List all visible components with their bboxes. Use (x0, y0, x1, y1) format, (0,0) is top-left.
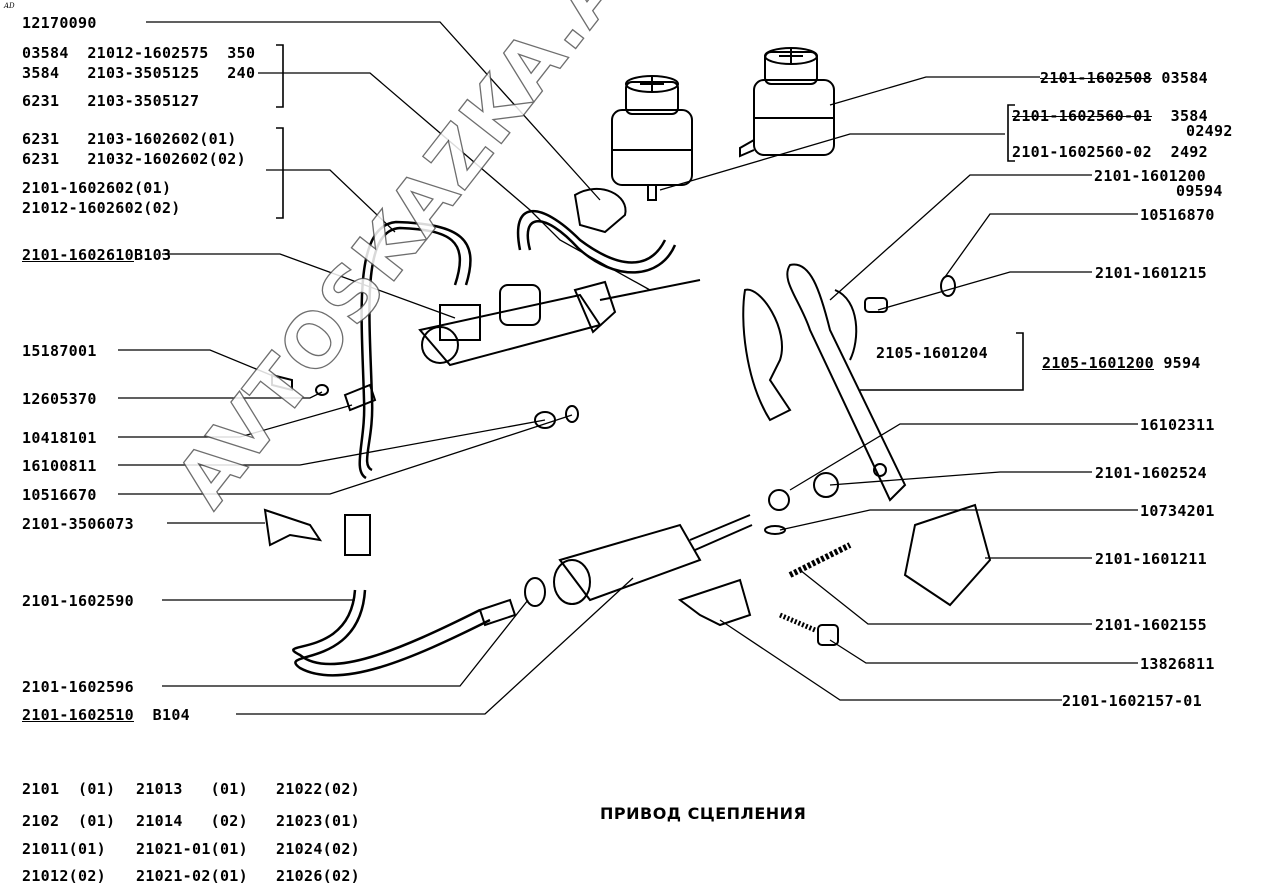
applicability-cell: 21011(01) (22, 840, 106, 858)
applicability-cell: 21023(01) (276, 812, 360, 830)
applicability-cell: 21014 (02) (136, 812, 248, 830)
part-label-2101-1602524: 2101-1602524 (1095, 464, 1207, 482)
applicability-cell: 21024(02) (276, 840, 360, 858)
part-label-2101-1602590: 2101-1602590 (22, 592, 134, 610)
part-suffix: 3584 (1170, 107, 1208, 125)
part-label-16100811: 16100811 (22, 457, 97, 475)
part-code: 2101-1602610 (22, 246, 134, 264)
part-label-2101-3506073: 2101-3506073 (22, 515, 134, 533)
part-label-reservoir-02: 2101-1602560-02 2492 (1012, 143, 1208, 161)
part-label-2105-1601204: 2105-1601204 (876, 344, 988, 362)
slave-cylinder (524, 514, 753, 607)
applicability-cell: 21012(02) (22, 867, 106, 885)
part-code: 2101-1602510 (22, 706, 134, 724)
part-suffix: 03584 (1161, 69, 1208, 87)
reservoir-left (611, 75, 693, 201)
part-suffix: B104 (152, 706, 190, 724)
part-code: 2105-1601200 (1042, 354, 1154, 372)
part-label-10516870: 10516870 (1140, 206, 1215, 224)
part-group-2-line-1: 6231 2103-1602602(01) (22, 130, 237, 148)
part-suffix: B103 (133, 246, 172, 264)
part-label-master-cylinder: 2101-1602610B103 (22, 246, 171, 264)
diagram-title: ПРИВОД СЦЕПЛЕНИЯ (600, 804, 807, 823)
part-label-12170090: 12170090 (22, 14, 97, 32)
part-label-2101-1601215: 2101-1601215 (1095, 264, 1207, 282)
part-label-slave-cylinder: 2101-1602510 B104 (22, 706, 190, 724)
part-group-2-line-2: 6231 21032-1602602(02) (22, 150, 246, 168)
part-label-reservoir: 2101-1602508 03584 (1040, 69, 1208, 87)
applicability-cell: 21022(02) (276, 780, 360, 798)
part-label-fork-assembly: 2105-1601200 9594 (1042, 354, 1201, 372)
part-label-2101-1602155: 2101-1602155 (1095, 616, 1207, 634)
applicability-cell: 2102 (01) (22, 812, 116, 830)
part-label-13826811: 13826811 (1140, 655, 1215, 673)
part-label-15187001: 15187001 (22, 342, 97, 360)
applicability-cell: 21026(02) (276, 867, 360, 885)
part-code: 2101-1602508 (1040, 69, 1152, 87)
part-suffix: 9594 (1163, 354, 1201, 372)
part-label-2101-1602157-01: 2101-1602157-01 (1062, 692, 1202, 710)
applicability-cell: 21021-02(01) (136, 867, 248, 885)
part-suffix-09594: 09594 (1176, 182, 1223, 200)
part-label-2101-1601211: 2101-1601211 (1095, 550, 1207, 568)
clutch-fork (742, 263, 907, 502)
part-label-2101-1602596: 2101-1602596 (22, 678, 134, 696)
hoses (292, 210, 677, 677)
part-label-16102311: 16102311 (1140, 416, 1215, 434)
reservoir-right (739, 47, 835, 158)
part-group-1-line-2: 3584 2103-3505125 240 (22, 64, 256, 82)
part-label-12605370: 12605370 (22, 390, 97, 408)
part-label-10734201: 10734201 (1140, 502, 1215, 520)
applicability-cell: 21021-01(01) (136, 840, 248, 858)
master-cylinder (418, 279, 701, 367)
part-label-reservoir-01: 2101-1602560-01 3584 (1012, 107, 1208, 125)
part-label-10516670: 10516670 (22, 486, 97, 504)
part-group-1-line-1: 03584 21012-1602575 350 (22, 44, 256, 62)
part-group-1-line-3: 6231 2103-3505127 (22, 92, 200, 110)
part-group-2-line-4: 21012-1602602(02) (22, 199, 181, 217)
applicability-cell: 21013 (01) (136, 780, 248, 798)
part-label-2101-1601200: 2101-1601200 (1094, 167, 1206, 185)
part-label-10418101: 10418101 (22, 429, 97, 447)
part-suffix-02492: 02492 (1186, 122, 1233, 140)
corner-mark: AD (4, 2, 15, 10)
part-code: 2101-1602560-01 (1012, 107, 1152, 125)
part-group-2-line-3: 2101-1602602(01) (22, 179, 172, 197)
applicability-cell: 2101 (01) (22, 780, 116, 798)
leader-lines (118, 21, 1138, 715)
small-parts (263, 187, 992, 646)
brackets (276, 44, 1024, 391)
